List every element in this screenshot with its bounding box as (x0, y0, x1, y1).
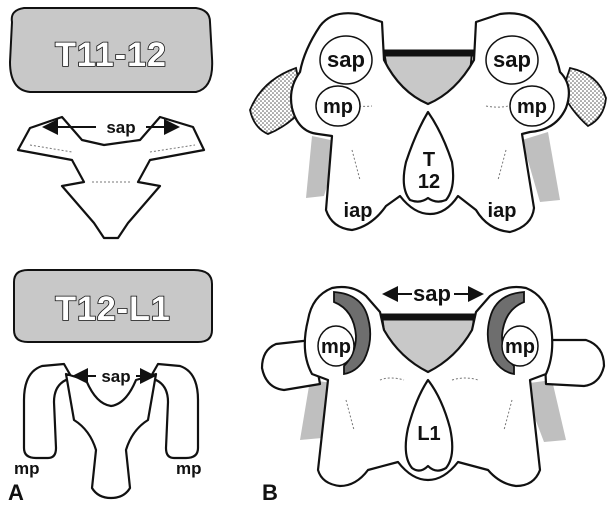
b-top-left-sap-label: sap (327, 47, 365, 72)
panel-b-letter: B (262, 480, 278, 505)
t12-l1-left-mp-label: mp (14, 459, 40, 478)
b-bottom-right-mp-label: mp (505, 336, 535, 358)
b-bottom-left-mp-label: mp (321, 336, 351, 358)
b-top-right-mp-label: mp (517, 96, 547, 118)
t12-l1-sap-label: sap (101, 367, 130, 386)
b-top-right-sap-label: sap (493, 47, 531, 72)
panel-a-letter: A (8, 480, 24, 505)
panel-a-bottom: T12-L1 sap mp mp (14, 270, 212, 498)
t11-12-sap-label: sap (106, 118, 135, 137)
panel-b-top: sap sap mp mp T 12 iap iap (250, 13, 606, 232)
b-top-body-label-2: 12 (418, 171, 440, 193)
t12-l1-right-mp-label: mp (176, 459, 202, 478)
t12-l1-label: T12-L1 (55, 290, 171, 328)
b-top-left-iap-label: iap (344, 200, 373, 222)
t12-l1-right-mammillary (150, 364, 198, 458)
t12-l1-left-mammillary (24, 364, 72, 458)
b-top-right-iap-label: iap (488, 200, 517, 222)
t11-12-label: T11-12 (55, 36, 167, 74)
b-top-left-mp-label: mp (323, 96, 353, 118)
panel-b-bottom: sap mp mp L1 (262, 281, 604, 486)
t12-l1-lamina (66, 374, 156, 498)
b-bottom-sap-label: sap (413, 281, 451, 306)
b-top-body-label-1: T (423, 149, 435, 171)
b-bottom-body-label: L1 (417, 423, 440, 445)
panel-a-top: T11-12 sap (10, 8, 212, 238)
